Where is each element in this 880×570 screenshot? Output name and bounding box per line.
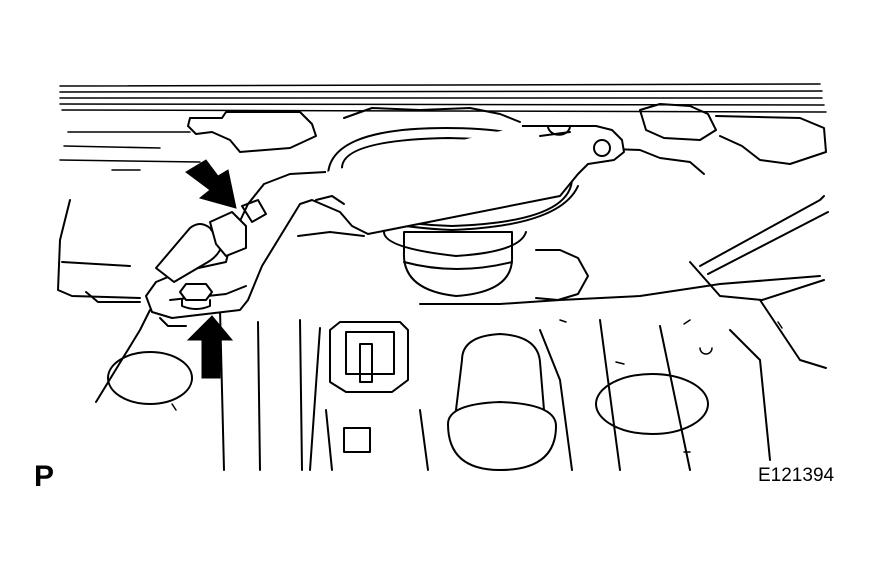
view-label: P xyxy=(34,460,55,493)
panel-ribs xyxy=(59,83,827,171)
arrow-upper xyxy=(185,159,237,209)
pointer-arrows xyxy=(185,159,237,379)
harness xyxy=(155,199,267,283)
figure-code: E121394 xyxy=(758,465,835,486)
stopper xyxy=(447,333,557,471)
center-clip xyxy=(325,321,429,471)
base-holes xyxy=(107,249,783,453)
bolt xyxy=(179,283,213,310)
arrow-lower xyxy=(186,315,234,379)
